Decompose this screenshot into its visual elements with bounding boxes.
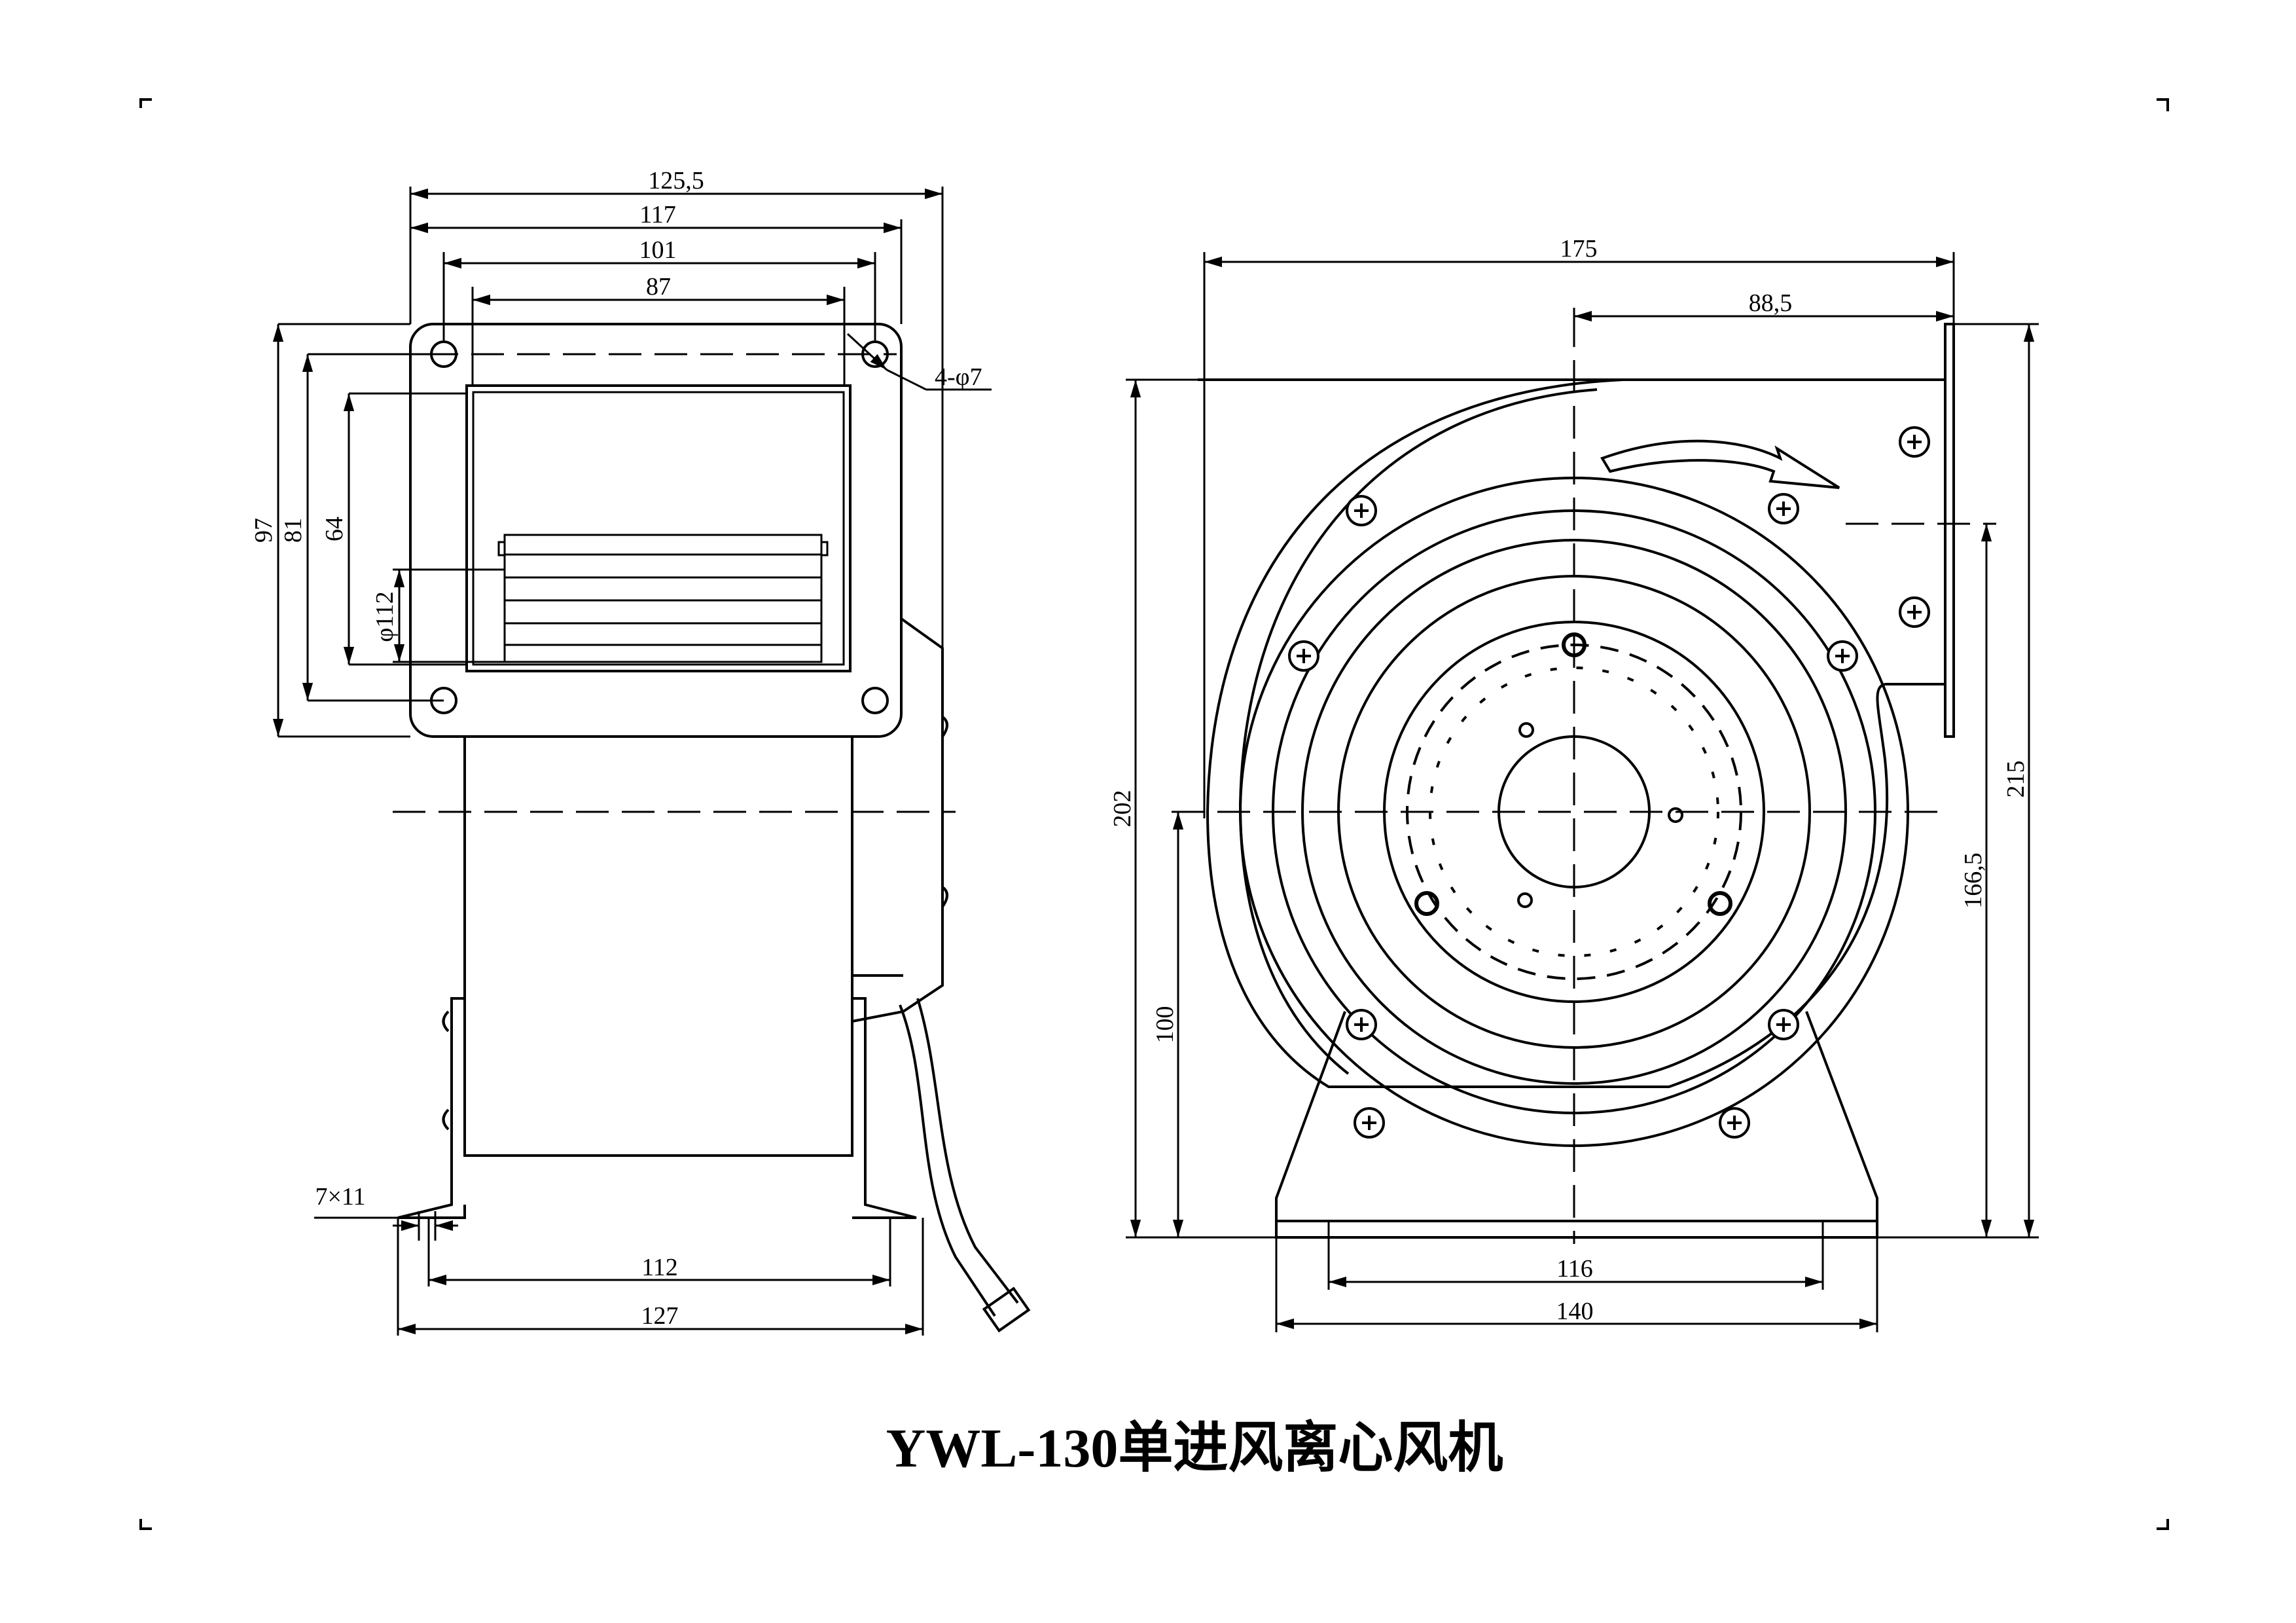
front-view-dimensions xyxy=(272,187,992,1336)
mounting-hole xyxy=(861,687,889,714)
power-cable xyxy=(899,1004,996,1317)
dim-outlet-height: 64 xyxy=(321,517,348,541)
base-foot-left xyxy=(397,997,466,1219)
outlet-flange xyxy=(1944,323,1955,738)
front-view-dim-labels: 125,5 117 101 87 4-φ7 97 81 64 φ112 7×11… xyxy=(250,167,982,1330)
dim-hole-spacing-y: 81 xyxy=(279,518,307,543)
dim-axis-height: 100 xyxy=(1151,1006,1179,1044)
fan-body xyxy=(463,735,853,1157)
motor-housing xyxy=(852,617,944,1023)
side-view xyxy=(1172,314,1996,1244)
dim-flange-width: 117 xyxy=(639,201,676,228)
corner-marks xyxy=(139,98,2169,1530)
scroll-housing xyxy=(1206,378,1889,1088)
dim-outlet-offset: 88,5 xyxy=(1749,289,1793,317)
dim-holes: 4-φ7 xyxy=(935,363,982,391)
dim-side-base-width: 140 xyxy=(1556,1298,1594,1325)
dim-flange-height: 97 xyxy=(250,518,278,543)
impeller-blades xyxy=(497,534,829,663)
drawing-title: YWL-130单进风离心风机 xyxy=(886,1418,1503,1479)
base-foot-right xyxy=(852,997,917,1219)
dim-side-overall-width: 175 xyxy=(1560,235,1598,263)
dim-outlet-width: 87 xyxy=(646,273,671,301)
dim-slot: 7×11 xyxy=(315,1183,365,1211)
dim-hole-spacing-x: 101 xyxy=(639,236,677,264)
dim-base-width: 127 xyxy=(641,1302,679,1330)
outlet-opening xyxy=(465,384,852,672)
side-view-dimensions xyxy=(1126,252,2039,1332)
side-view-dim-labels: 175 88,5 202 100 215 166,5 116 140 xyxy=(1109,235,2030,1325)
dim-side-overall-height: 202 xyxy=(1109,790,1136,828)
rotation-arrow xyxy=(1600,439,1840,489)
base-plate xyxy=(1275,1011,1878,1239)
dim-impeller-dia: φ112 xyxy=(371,591,399,642)
front-view xyxy=(393,323,1031,1333)
dim-side-outlet-height: 166,5 xyxy=(1960,852,1987,909)
dim-side-base-holes: 116 xyxy=(1556,1255,1593,1283)
dim-overall-width: 125,5 xyxy=(648,167,704,194)
dim-flange-total-height: 215 xyxy=(2002,761,2030,798)
dim-base-holes: 112 xyxy=(641,1254,678,1281)
